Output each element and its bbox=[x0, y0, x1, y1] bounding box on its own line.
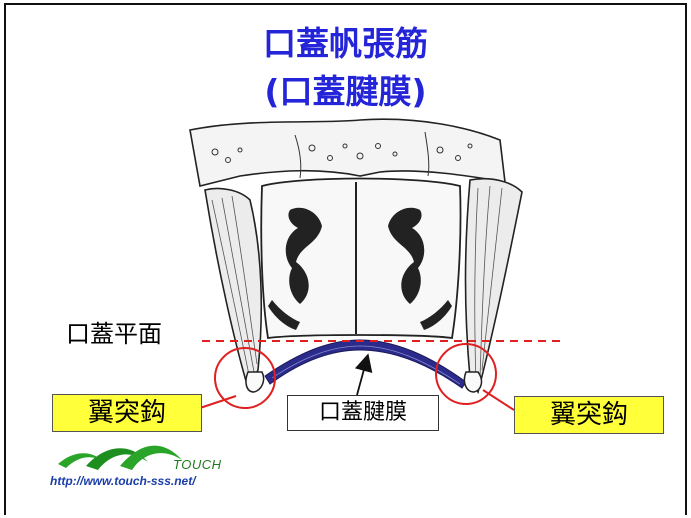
skull-base bbox=[189, 118, 506, 187]
palatal-plane-label: 口蓋平面 bbox=[66, 320, 162, 348]
aponeurosis-arrow bbox=[354, 353, 373, 396]
right-hamulus-circle bbox=[435, 343, 497, 405]
slide-frame bbox=[4, 3, 687, 515]
left-hamulus bbox=[245, 371, 265, 393]
logo-brand: TOUCH bbox=[173, 457, 222, 472]
slide-title: 口蓋帆張筋 bbox=[263, 24, 428, 63]
palatine-aponeurosis-band bbox=[264, 339, 467, 389]
right-hamulus-pointer bbox=[482, 389, 515, 411]
touch-logo-icon bbox=[58, 445, 182, 470]
left-muscle bbox=[204, 187, 263, 391]
right-muscle bbox=[464, 177, 523, 395]
aponeurosis-label: 口蓋腱膜 bbox=[287, 395, 439, 431]
bone-texture bbox=[211, 131, 473, 179]
hamulus-label-right: 翼突鈎 bbox=[514, 396, 664, 434]
slide-subtitle: (口蓋腱膜) bbox=[264, 72, 427, 111]
logo-url[interactable]: http://www.touch-sss.net/ bbox=[50, 474, 196, 488]
left-hamulus-circle bbox=[214, 347, 276, 409]
left-hamulus-pointer bbox=[199, 395, 237, 409]
right-hamulus bbox=[463, 371, 483, 393]
hamulus-label-left: 翼突鈎 bbox=[52, 394, 202, 432]
turbinates bbox=[268, 207, 452, 330]
